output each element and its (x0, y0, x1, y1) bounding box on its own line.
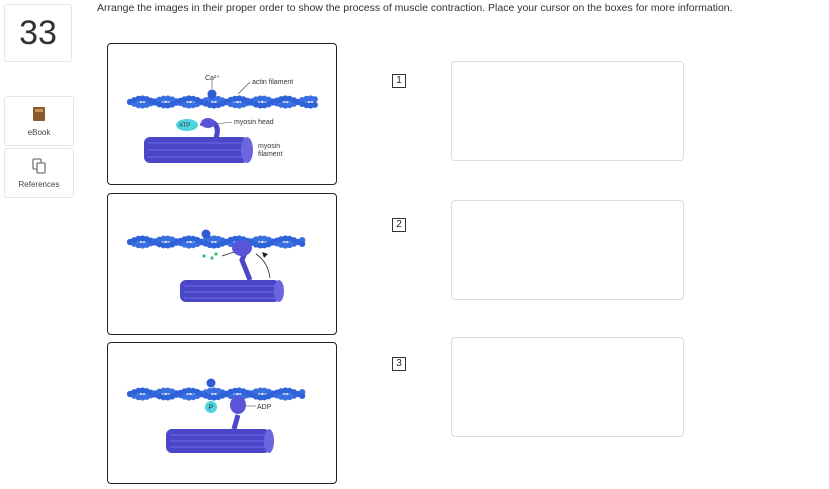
actin-filament (126, 95, 318, 109)
p-label: P (209, 405, 214, 412)
ebook-label: eBook (27, 127, 51, 137)
image-card-3[interactable]: P ADP (107, 342, 337, 484)
drop-zone-1[interactable] (451, 61, 684, 161)
myosin-label-1: myosin (258, 143, 280, 150)
question-prompt: Arrange the images in their proper order… (97, 2, 733, 14)
copy-icon (32, 157, 46, 176)
rotation-arrow (255, 253, 271, 279)
slot-number-1: 1 (392, 74, 406, 88)
drop-zone-3[interactable] (451, 337, 684, 437)
atp-label: ATP (179, 123, 190, 129)
actin-filament-label: actin filament (252, 79, 293, 86)
actin-filament (126, 235, 306, 249)
book-icon (32, 106, 46, 124)
actin-filament (126, 387, 306, 401)
references-label: References (18, 179, 60, 189)
myosin-head (231, 414, 241, 430)
myosin-filament (180, 280, 280, 302)
muscle-illustration-1: Ca²⁺ actin filament ATP myosin head myos… (126, 75, 318, 163)
myosin-head-label: myosin head (234, 119, 274, 126)
muscle-illustration-2 (126, 229, 306, 302)
calcium-ion (201, 229, 211, 239)
image-card-2[interactable] (107, 193, 337, 335)
question-number: 33 (4, 4, 72, 62)
image-card-1[interactable]: Ca²⁺ actin filament ATP myosin head myos… (107, 43, 337, 185)
slot-number-3: 3 (392, 357, 406, 371)
phosphate-molecule (205, 401, 217, 413)
adp-label: ADP (257, 404, 272, 411)
drop-zone-2[interactable] (451, 200, 684, 300)
ebook-button[interactable]: eBook (4, 96, 74, 146)
slot-number-2: 2 (392, 218, 406, 232)
myosin-label-2: filament (258, 151, 283, 158)
references-button[interactable]: References (4, 148, 74, 198)
calcium-ion (206, 378, 216, 388)
muscle-illustration-3: P ADP (126, 378, 306, 453)
ca-label: Ca²⁺ (205, 75, 220, 82)
atp-molecule (176, 119, 198, 131)
calcium-ion (207, 89, 217, 99)
